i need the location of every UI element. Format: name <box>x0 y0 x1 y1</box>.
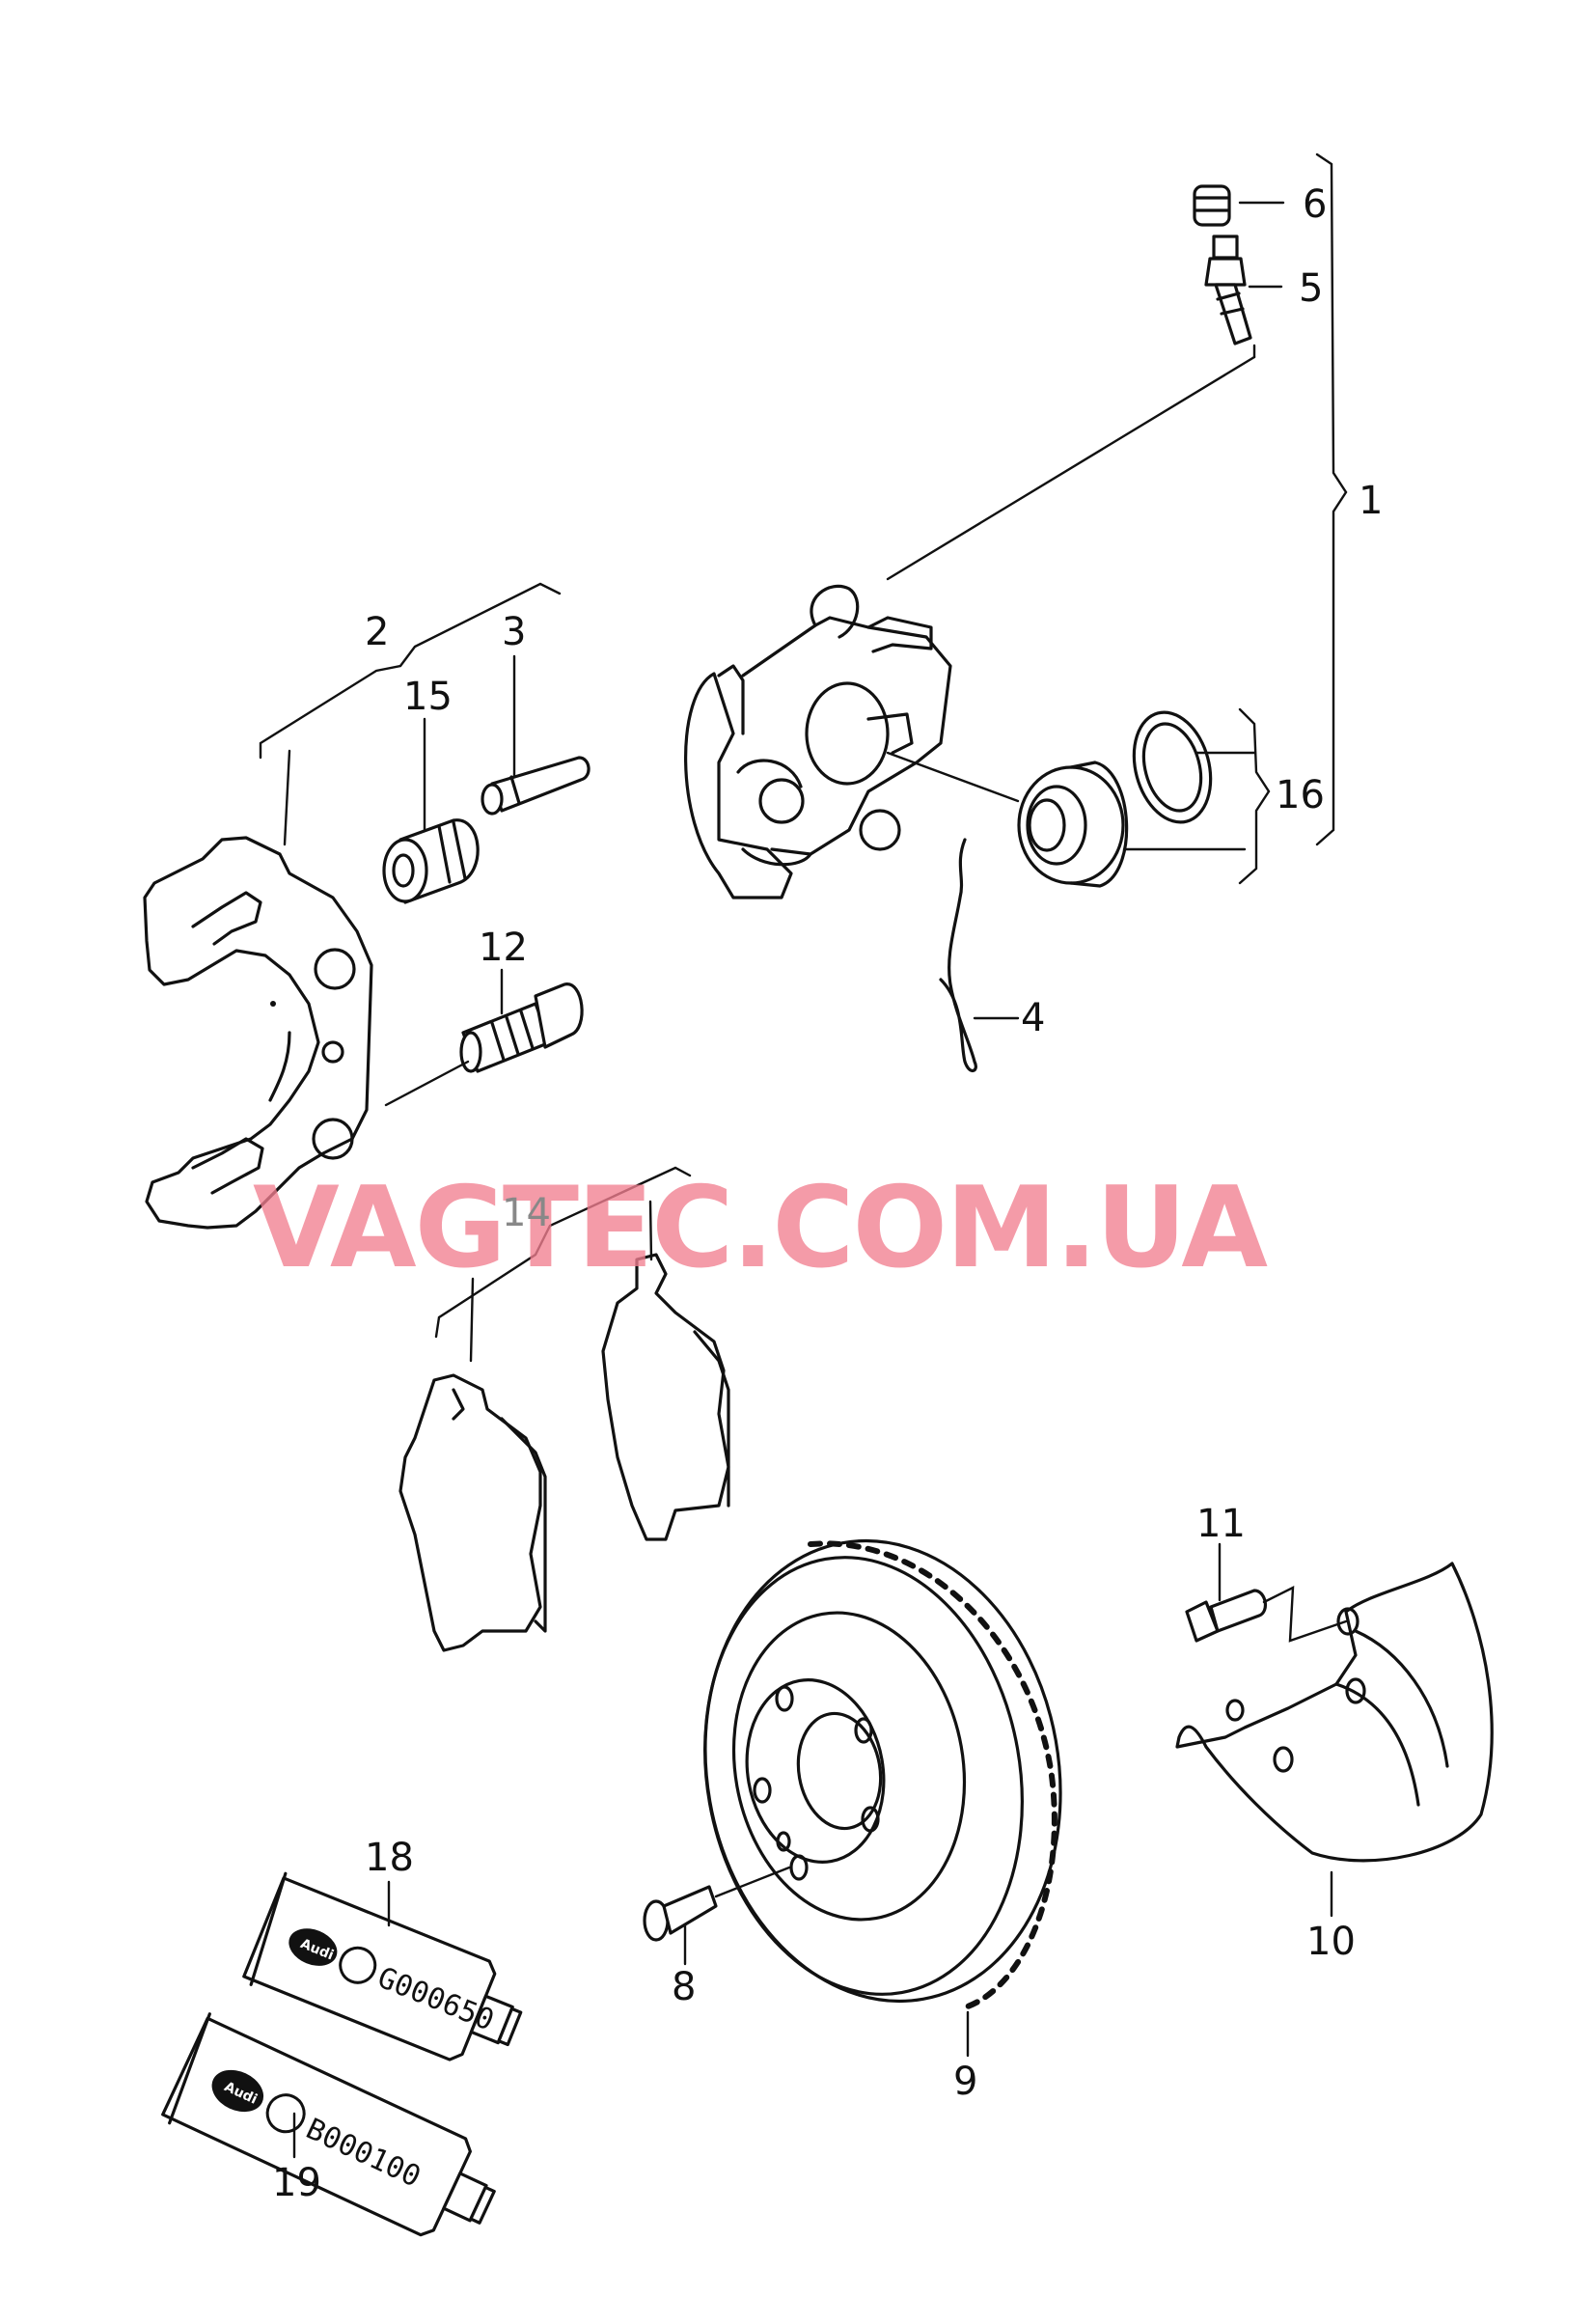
wire-spring <box>939 838 977 1072</box>
bleeder-valve <box>1204 235 1252 346</box>
brake-pad-left <box>398 1373 547 1652</box>
callout-8: 8 <box>672 1965 696 2009</box>
callout-10: 10 <box>1306 1920 1356 1964</box>
brake-pad-right <box>601 1253 730 1541</box>
shield-bolt <box>1185 1589 1268 1643</box>
group-bracket-16 <box>1238 707 1271 885</box>
audi-logo-icon <box>288 1928 338 1966</box>
caliper-carrier-bracket <box>143 836 373 1230</box>
brake-caliper-housing <box>684 584 952 899</box>
dust-shield <box>1175 1562 1494 1863</box>
callout-12: 12 <box>479 926 528 970</box>
disc-vent-pattern <box>808 1540 1057 2010</box>
brake-piston <box>1017 761 1129 888</box>
watermark: VAGTEC.COM.UA <box>253 1163 1268 1293</box>
callout-5: 5 <box>1299 266 1323 311</box>
vw-logo-icon <box>339 1946 377 1984</box>
guide-pin <box>481 756 591 816</box>
group-bracket-2 <box>259 582 562 760</box>
callout-2: 2 <box>365 610 389 654</box>
grease-tube-b000100: Audi B000100 <box>161 2012 496 2237</box>
callout-6: 6 <box>1303 182 1327 227</box>
callout-3: 3 <box>502 610 526 654</box>
callout-18: 18 <box>365 1836 414 1880</box>
audi-logo-icon-2 <box>211 2069 264 2113</box>
callout-16: 16 <box>1276 773 1325 817</box>
guide-bushing <box>382 818 480 904</box>
callout-11: 11 <box>1196 1502 1246 1546</box>
callout-14: 14 <box>502 1191 551 1235</box>
carrier-bolt <box>459 982 584 1073</box>
grease-tube-g000650: Audi G000650 <box>242 1871 523 2061</box>
callout-19: 19 <box>272 2161 321 2205</box>
callout-9: 9 <box>953 2060 977 2104</box>
group-bracket-14 <box>434 1166 692 1339</box>
callout-4: 4 <box>1021 996 1045 1040</box>
piston-seal <box>1132 710 1213 824</box>
countersunk-screw <box>643 1885 718 1942</box>
bleeder-cap <box>1193 184 1231 227</box>
callout-15: 15 <box>403 675 453 719</box>
brake-disc <box>703 1538 1062 2004</box>
callout-1: 1 <box>1359 479 1383 523</box>
group-bracket-1 <box>1315 152 1348 846</box>
